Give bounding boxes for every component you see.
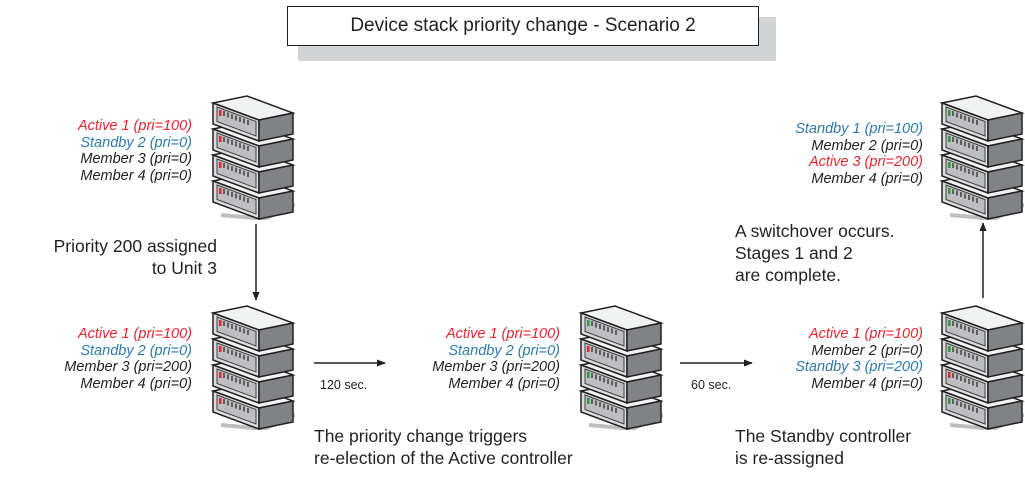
label-unit-3: Member 3 (pri=200) [432,359,560,375]
status-led [948,162,951,168]
label-unit-4: Member 4 (pri=0) [811,375,923,392]
label-unit-4: Member 4 (pri=0) [80,167,192,184]
switch-unit [578,305,664,353]
label-unit-1: Standby 1 (pri=100) [795,121,923,137]
status-led [948,346,951,352]
label-unit-3: Member 3 (pri=200) [64,359,192,375]
status-led [948,110,951,116]
status-led [948,398,951,404]
note-priority-assigned: Priority 200 assigned to Unit 3 [53,236,217,278]
status-led [587,320,590,326]
switch-stack-graphic [210,95,296,221]
status-led [587,372,590,378]
switch-unit [210,95,296,143]
status-led [948,188,951,194]
label-unit-4: Member 4 (pri=0) [448,375,560,392]
stack-initial-labels: Active 1 (pri=100) Standby 2 (pri=0) Mem… [78,118,192,184]
switch-unit [939,305,1025,353]
status-led [948,320,951,326]
label-unit-3: Standby 3 (pri=200) [795,359,923,375]
status-led [219,320,222,326]
label-unit-2: Standby 2 (pri=0) [448,342,560,359]
switch-stack-graphic [210,305,296,431]
label-unit-1: Active 1 (pri=100) [77,326,192,342]
status-led [219,372,222,378]
status-led [948,372,951,378]
status-led [587,398,590,404]
switch-stack-icon [936,95,1025,221]
status-led [219,188,222,194]
status-led [219,162,222,168]
switch-stack-icon [207,305,297,431]
switch-unit [210,305,296,353]
delay-label-60: 60 sec. [691,378,732,392]
switch-stack-icon [936,305,1025,431]
status-led [948,136,951,142]
label-unit-2: Member 2 (pri=0) [811,342,923,359]
label-unit-2: Standby 2 (pri=0) [80,342,192,359]
switch-stack-graphic [578,305,664,431]
switch-stack-graphic [939,95,1025,221]
delay-label-120: 120 sec. [320,378,368,392]
stack-final-labels: Standby 1 (pri=100) Member 2 (pri=0) Act… [795,121,923,187]
status-led [219,136,222,142]
switch-stack-icon [575,305,665,431]
label-unit-1: Active 1 (pri=100) [808,326,923,342]
label-unit-2: Member 2 (pri=0) [811,137,923,154]
stack-assigned-labels: Active 1 (pri=100) Standby 2 (pri=0) Mem… [64,326,192,392]
status-led [219,346,222,352]
label-unit-3: Active 3 (pri=200) [808,154,923,170]
label-unit-1: Active 1 (pri=100) [77,118,192,134]
label-unit-4: Member 4 (pri=0) [80,375,192,392]
switch-stack-graphic [939,305,1025,431]
label-unit-2: Standby 2 (pri=0) [80,134,192,151]
stack-reassigned-labels: Active 1 (pri=100) Member 2 (pri=0) Stan… [795,326,923,392]
label-unit-1: Active 1 (pri=100) [445,326,560,342]
note-switchover: A switchover occurs. Stages 1 and 2 are … [735,221,895,285]
stack-reelection-labels: Active 1 (pri=100) Standby 2 (pri=0) Mem… [432,326,560,392]
status-led [219,398,222,404]
switch-unit [939,95,1025,143]
switch-stack-icon [207,95,297,221]
label-unit-4: Member 4 (pri=0) [811,170,923,187]
status-led [219,110,222,116]
note-reelection: The priority change triggers re-election… [314,426,573,468]
label-unit-3: Member 3 (pri=0) [80,151,192,167]
note-reassigned: The Standby controller is re-assigned [735,426,912,468]
diagram-title: Device stack priority change - Scenario … [287,6,759,46]
status-led [587,346,590,352]
